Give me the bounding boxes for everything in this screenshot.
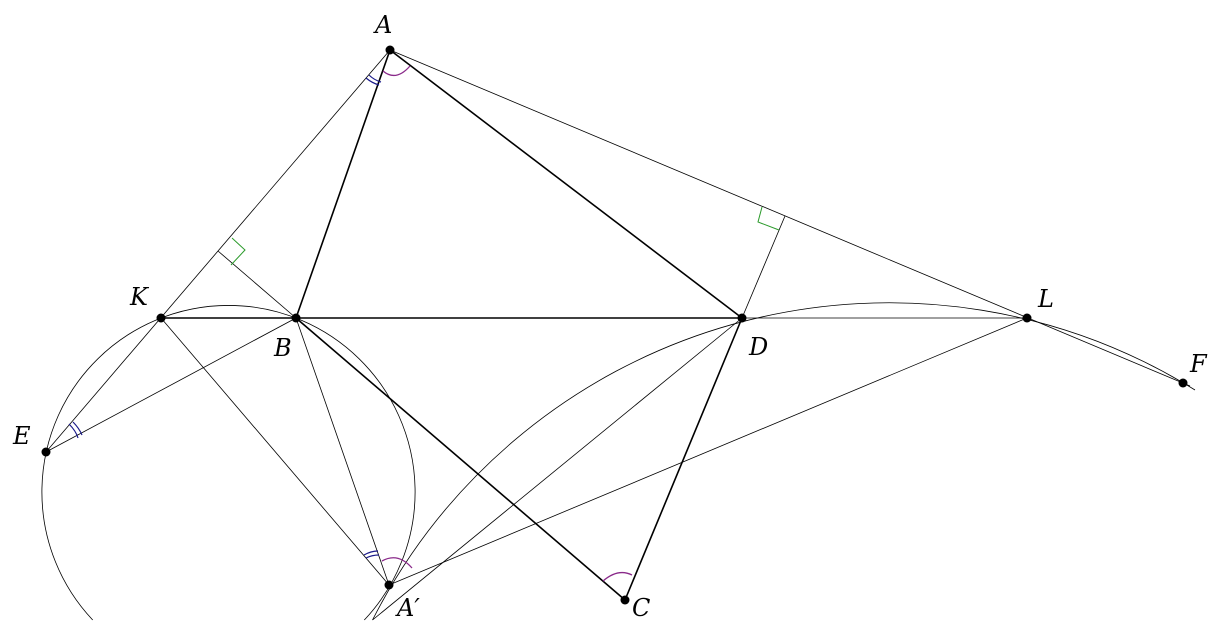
angle-mark-a	[382, 65, 411, 77]
point-k	[156, 313, 166, 323]
label-l: L	[1037, 285, 1054, 313]
angle-mark-c	[602, 571, 633, 582]
point-a	[385, 45, 395, 55]
label-c: C	[632, 594, 650, 622]
angle-mark-a-double	[365, 74, 382, 86]
point-b	[291, 313, 301, 323]
line-e-b	[45, 317, 297, 453]
label-d: D	[748, 333, 768, 361]
line-k-a-prime	[160, 317, 390, 586]
circle-kbae	[41, 305, 416, 621]
line-b-a-prime	[295, 317, 390, 586]
point-a-prime	[384, 580, 394, 590]
label-k: K	[129, 283, 150, 311]
line-a-prime-l	[388, 317, 1028, 586]
point-f	[1178, 378, 1188, 388]
label-f: F	[1189, 350, 1208, 378]
point-l	[1022, 313, 1032, 323]
segment-d-c	[624, 317, 743, 601]
line-a-f	[389, 49, 1191, 387]
point-c	[620, 595, 630, 605]
label-e: E	[12, 422, 31, 450]
point-e	[41, 447, 51, 457]
point-d	[737, 313, 747, 323]
right-angle-mark-b	[230, 237, 246, 266]
right-angle-mark-d	[757, 206, 780, 231]
line-b-foot	[217, 250, 297, 319]
angle-mark-a-prime	[381, 557, 413, 569]
segment-b-c	[295, 317, 626, 601]
arc-a-prime-d-l-f	[372, 302, 1196, 621]
label-a: A	[373, 11, 392, 39]
line-a-prime-d	[372, 317, 743, 621]
label-b: B	[273, 334, 292, 362]
label-a-prime: A′	[395, 594, 420, 622]
line-d-foot	[741, 215, 786, 319]
angle-mark-a-prime-double	[363, 550, 380, 559]
segment-a-d	[389, 49, 743, 319]
angle-mark-e-double	[68, 421, 83, 439]
segment-a-b	[295, 49, 391, 319]
